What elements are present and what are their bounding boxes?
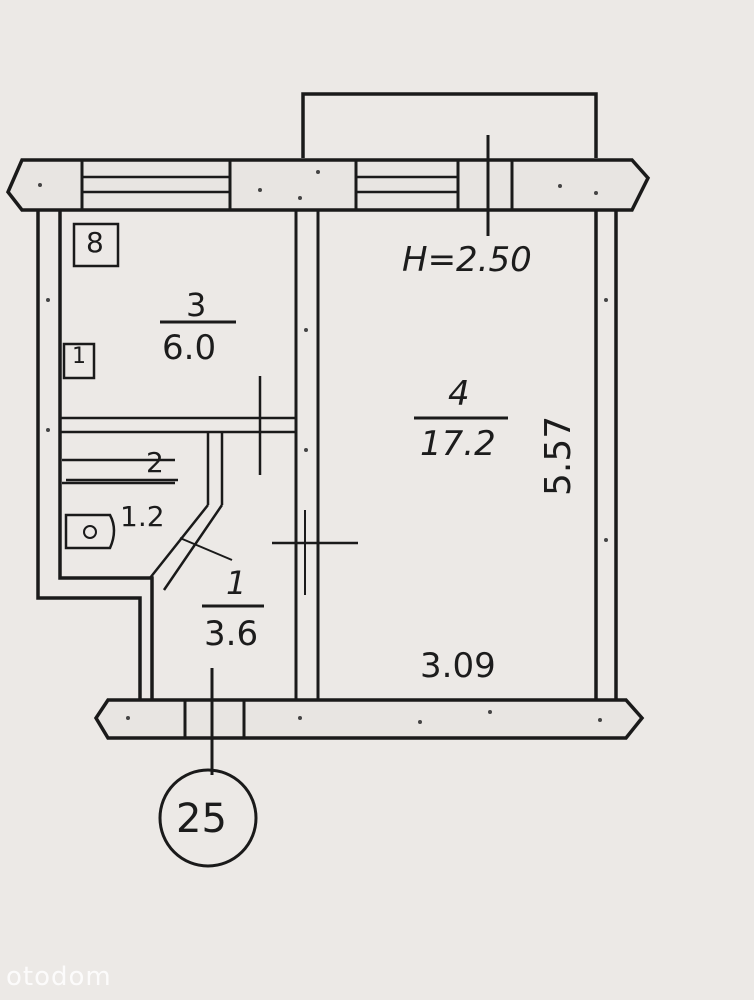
balcony-door: [456, 135, 514, 236]
room-1-area: 3.6: [204, 614, 259, 654]
kitchen-sink-icon: [62, 342, 96, 380]
left-exterior-wall: [36, 210, 154, 700]
kitchen-window: [80, 160, 232, 210]
watermark: otodom: [6, 962, 112, 992]
ceiling-height-label: H=2.50: [402, 240, 532, 280]
bathroom-wall: [206, 432, 224, 505]
stove-icon: [72, 222, 120, 268]
right-exterior-wall: [594, 210, 618, 700]
width-dimension: 3.09: [420, 646, 496, 686]
bathroom-angled-wall: [149, 504, 224, 591]
stove-mark: 8: [86, 226, 104, 259]
top-exterior-wall: [5, 158, 651, 212]
balcony: [301, 92, 598, 158]
partition-wall: [294, 210, 320, 700]
length-dimension: 5.57: [538, 415, 579, 496]
apartment-marker: [158, 768, 258, 868]
bathtub: [62, 458, 175, 485]
room-3-number: 3: [186, 286, 207, 324]
room-4-number: 4: [448, 374, 470, 414]
sink-mark: 1: [72, 344, 86, 369]
entry-door-opening: [183, 668, 246, 775]
room-3-area: 6.0: [162, 328, 217, 368]
room-1-number: 1: [226, 564, 247, 602]
room-4-area: 17.2: [420, 424, 496, 464]
kitchen-wall: [60, 416, 296, 434]
room-2-area: 1.2: [120, 500, 165, 533]
bottom-exterior-wall: [93, 698, 645, 740]
sink: [64, 513, 116, 550]
room-2-number: 2: [146, 446, 164, 479]
apartment-number: 25: [176, 796, 227, 842]
